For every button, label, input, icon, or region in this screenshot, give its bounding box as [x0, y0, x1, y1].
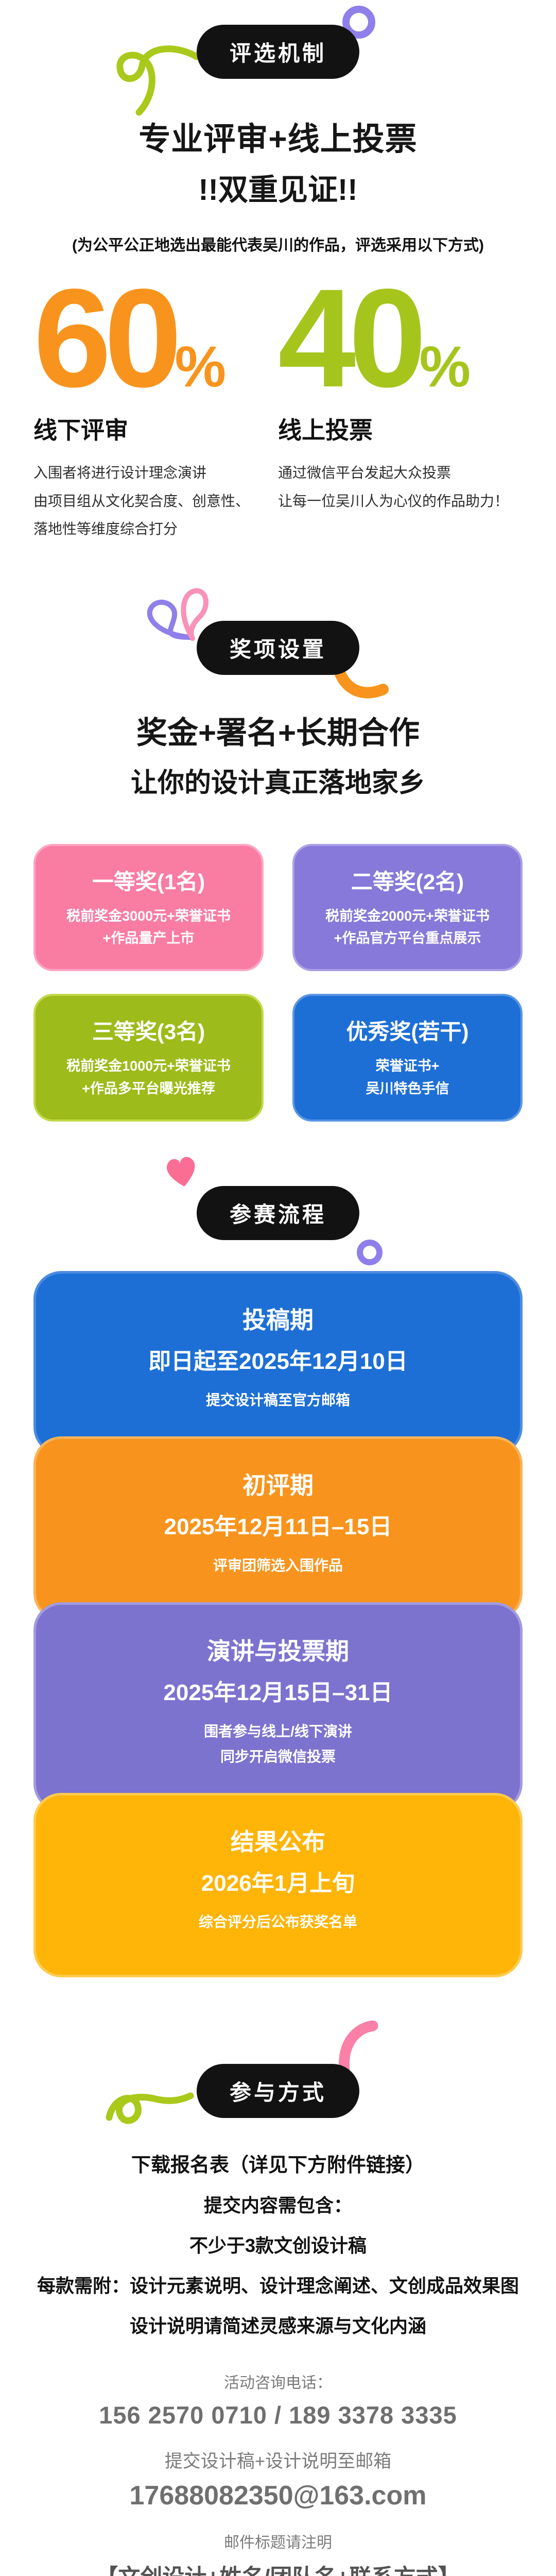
- participate-line: 提交内容需包含：: [203, 2194, 352, 2216]
- award-name: 一等奖(1名): [92, 870, 205, 894]
- subject-label: 邮件标题请注明: [224, 2534, 332, 2551]
- purple-ring-icon: [341, 4, 377, 40]
- purple-ring-icon: [355, 1238, 384, 1267]
- stat-offline-desc: 入围者将进行设计理念演讲 由项目组从文化契合度、创意性、 落地性等维度综合打分: [33, 459, 278, 544]
- selection-title: 专业评审+线上投票: [138, 122, 418, 157]
- contact-block: 活动咨询电话： 156 2570 0710 / 189 3378 3335 提交…: [0, 2370, 556, 2576]
- selection-badge-wrap: 评选机制: [116, 6, 375, 116]
- stage-date: 2026年1月上旬: [201, 1871, 355, 1896]
- award-line: +作品多平台曝光推荐: [82, 1080, 215, 1096]
- selection-stats: 60% 线下评审 入围者将进行设计理念演讲 由项目组从文化契合度、创意性、 落地…: [33, 268, 523, 544]
- stat-desc-line: 落地性等维度综合打分: [33, 521, 178, 537]
- participate-line: 每款需附：设计元素说明、设计理念阐述、文创成品效果图: [37, 2275, 519, 2296]
- stat-offline-percent-sign: %: [175, 334, 227, 399]
- stat-offline-value: 60: [33, 260, 182, 416]
- green-squiggle-icon: [104, 2077, 197, 2139]
- award-line: 税前奖金2000元+荣誉证书: [325, 908, 490, 924]
- stage-date: 2025年12月11日–15日: [164, 1514, 392, 1540]
- stage-line: 围者参与线上/线下演讲: [204, 1723, 352, 1739]
- stage-date: 即日起至2025年12月10日: [148, 1348, 408, 1374]
- participate-badge-wrap: 参与方式: [106, 2020, 378, 2124]
- stage-name: 初评期: [242, 1472, 314, 1499]
- stat-online-label: 线上投票: [278, 417, 373, 444]
- green-squiggle-icon: [115, 39, 203, 116]
- award-card-third: 三等奖(3名) 税前奖金1000元+荣誉证书 +作品多平台曝光推荐: [33, 994, 264, 1122]
- stage-date: 2025年12月15日–31日: [163, 1680, 393, 1705]
- stat-desc-line: 入围者将进行设计理念演讲: [33, 465, 207, 481]
- pink-swoosh-icon: [338, 2020, 389, 2080]
- stage-name: 结果公布: [231, 1828, 325, 1856]
- award-line: +作品量产上市: [102, 930, 195, 946]
- process-badge-wrap: 参赛流程: [166, 1157, 383, 1265]
- awards-badge-wrap: 奖项设置: [147, 588, 389, 699]
- stage-line: 综合评分后公布获奖名单: [198, 1914, 357, 1930]
- award-line: 吴川特色手信: [366, 1080, 449, 1096]
- award-line: 税前奖金1000元+荣誉证书: [66, 1058, 231, 1074]
- selection-badge: 评选机制: [196, 25, 359, 79]
- award-name: 二等奖(2名): [351, 870, 464, 894]
- award-line: +作品官方平台重点展示: [334, 930, 481, 946]
- stat-offline-label: 线下评审: [33, 417, 128, 444]
- participate-line: 下载报名表（详见下方附件链接）: [131, 2154, 425, 2176]
- petals-icon: [131, 584, 213, 651]
- awards-badge: 奖项设置: [196, 621, 359, 675]
- stage-line: 同步开启微信投票: [220, 1748, 336, 1765]
- stat-offline-number: 60%: [33, 268, 278, 408]
- stat-online-vote: 40% 线上投票 通过微信平台发起大众投票 让每一位吴川人为心仪的作品助力！: [278, 268, 523, 544]
- stat-online-value: 40: [278, 260, 427, 416]
- stage-preliminary: 初评期 2025年12月11日–15日 评审团筛选入围作品: [33, 1436, 523, 1621]
- email-label: 提交设计稿+设计说明至邮箱: [164, 2451, 392, 2471]
- stage-results: 结果公布 2026年1月上旬 综合评分后公布获奖名单: [33, 1793, 523, 1977]
- award-card-first: 一等奖(1名) 税前奖金3000元+荣誉证书 +作品量产上市: [33, 844, 264, 972]
- participate-line: 设计说明请简述灵感来源与文化内涵: [129, 2315, 426, 2336]
- section-selection: 评选机制 专业评审+线上投票 !!双重见证!! (为公平公正地选出最能代表吴川的…: [0, 6, 556, 544]
- selection-title-line2: !!双重见证!!: [198, 173, 358, 207]
- stage-name: 演讲与投票期: [207, 1637, 349, 1665]
- stage-stack: 投稿期 即日起至2025年12月10日 提交设计稿至官方邮箱 初评期 2025年…: [33, 1270, 523, 1977]
- awards-title: 奖金+署名+长期合作: [136, 716, 420, 751]
- award-name: 优秀奖(若干): [346, 1020, 469, 1044]
- stage-presentation-vote: 演讲与投票期 2025年12月15日–31日 围者参与线上/线下演讲 同步开启微…: [33, 1602, 523, 1812]
- award-line: 税前奖金3000元+荣誉证书: [66, 908, 231, 924]
- award-card-second: 二等奖(2名) 税前奖金2000元+荣誉证书 +作品官方平台重点展示: [292, 844, 523, 972]
- selection-note: (为公平公正地选出最能代表吴川的作品，评选采用以下方式): [72, 237, 484, 254]
- process-badge: 参赛流程: [196, 1185, 359, 1240]
- awards-subtitle: 让你的设计真正落地家乡: [130, 768, 425, 799]
- stat-online-number: 40%: [278, 268, 523, 408]
- award-name: 三等奖(3名): [92, 1020, 205, 1044]
- stage-submission: 投稿期 即日起至2025年12月10日 提交设计稿至官方邮箱: [33, 1270, 523, 1455]
- stat-online-percent-sign: %: [419, 334, 471, 399]
- stat-desc-line: 通过微信平台发起大众投票: [278, 465, 451, 481]
- section-process: 参赛流程 投稿期 即日起至2025年12月10日 提交设计稿至官方邮箱 初评期 …: [0, 1157, 556, 1977]
- phone-numbers: 156 2570 0710 / 189 3378 3335: [99, 2401, 457, 2429]
- award-grid: 一等奖(1名) 税前奖金3000元+荣誉证书 +作品量产上市 二等奖(2名) 税…: [33, 844, 523, 1122]
- section-awards: 奖项设置 奖金+署名+长期合作 让你的设计真正落地家乡 一等奖(1名) 税前奖金…: [0, 588, 556, 1122]
- award-line: 荣誉证书+: [375, 1058, 440, 1074]
- section-participate: 参与方式 下载报名表（详见下方附件链接） 提交内容需包含： 不少于3款文创设计稿…: [0, 2020, 556, 2576]
- pink-heart-icon: [164, 1154, 200, 1190]
- stat-online-desc: 通过微信平台发起大众投票 让每一位吴川人为心仪的作品助力！: [278, 459, 523, 515]
- stage-line: 评审团筛选入围作品: [213, 1557, 343, 1574]
- stat-offline-review: 60% 线下评审 入围者将进行设计理念演讲 由项目组从文化契合度、创意性、 落地…: [33, 268, 278, 544]
- award-card-excellence: 优秀奖(若干) 荣誉证书+ 吴川特色手信: [292, 994, 523, 1122]
- stage-line: 提交设计稿至官方邮箱: [205, 1392, 350, 1408]
- email-address: 17688082350@163.com: [129, 2480, 427, 2511]
- phone-label: 活动咨询电话：: [224, 2374, 332, 2392]
- stage-name: 投稿期: [242, 1306, 314, 1333]
- participate-badge: 参与方式: [196, 2063, 359, 2118]
- participate-line: 不少于3款文创设计稿: [189, 2234, 367, 2256]
- stat-desc-line: 让每一位吴川人为心仪的作品助力！: [278, 493, 509, 509]
- subject-format: 【文创设计+姓名/团队名+联系方式】: [0, 2560, 556, 2576]
- stat-desc-line: 由项目组从文化契合度、创意性、: [33, 493, 250, 509]
